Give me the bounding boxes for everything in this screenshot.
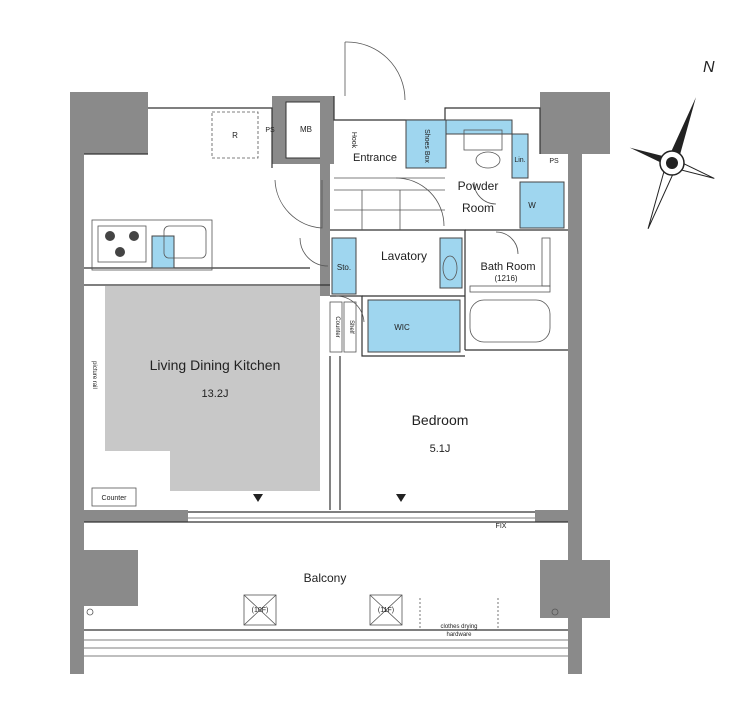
- burner-icon: [115, 247, 125, 257]
- bathtub: [469, 299, 551, 343]
- storage-label: Sto.: [337, 263, 351, 272]
- sink: [163, 225, 207, 259]
- bedroom-label: Bedroom: [412, 412, 469, 428]
- hook-label: Hook: [350, 132, 357, 149]
- refrigerator-label: R: [232, 131, 238, 140]
- toilet: [475, 151, 501, 169]
- clothes-drying-label-1: clothes drying: [440, 624, 477, 630]
- window-marker-icon: [396, 494, 406, 502]
- interior-walls: [84, 96, 568, 519]
- ldk-label: Living Dining Kitchen: [150, 357, 281, 373]
- shoes-box-label: Shoes Box: [423, 129, 430, 163]
- window-marker-icon: [253, 494, 263, 502]
- picture-rail-label: picture rail: [91, 361, 97, 389]
- entrance-label: Entrance: [353, 152, 397, 164]
- washer-space: [519, 181, 565, 229]
- shelf-label: Shelf: [348, 320, 354, 334]
- wash-basin: [442, 255, 458, 281]
- wall-bottom-right: [535, 510, 582, 522]
- column-top-right: [540, 92, 610, 154]
- balcony-wall-right: [568, 522, 582, 674]
- clothes-drying-label-2: hardware: [446, 632, 472, 638]
- hall-counter: [329, 301, 343, 353]
- ldk-size: 13.2J: [202, 388, 229, 400]
- pipe-shaft-label-left: PS: [265, 127, 275, 134]
- storage-closet: [331, 237, 357, 295]
- lavatory-label: Lavatory: [381, 249, 427, 263]
- pipe-shaft-label-right: PS: [549, 158, 559, 165]
- linen-closet: [511, 133, 529, 179]
- ldk-counter: [91, 487, 137, 507]
- meter-box-label: MB: [300, 125, 312, 134]
- shoes-box: [405, 119, 447, 169]
- balcony-area: [84, 521, 568, 657]
- powder-room-label-2: Room: [462, 201, 494, 215]
- balcony-column-left: [84, 550, 138, 606]
- powder-room-label-1: Powder: [458, 179, 499, 193]
- column-top-left: [70, 92, 148, 154]
- hall-shelf: [343, 301, 357, 353]
- wall-left: [70, 154, 84, 674]
- compass-rose: [629, 97, 715, 229]
- linen-label: Lin.: [514, 157, 525, 164]
- compass-north-label: N: [703, 59, 715, 76]
- hatch-10f-label: (10F): [252, 607, 269, 614]
- storage-fixtures: [151, 119, 565, 353]
- bedroom-size: 5.1J: [430, 443, 451, 455]
- wall-bottom-left: [84, 510, 188, 522]
- washer-label: W: [528, 201, 536, 210]
- doors: [274, 41, 519, 323]
- evacuation-hatch-10f: [243, 594, 277, 626]
- burner-icon: [129, 231, 139, 241]
- hall-counter-label: Counter: [334, 316, 340, 337]
- refrigerator-space: [211, 111, 259, 159]
- bath-room-size: (1216): [494, 274, 517, 283]
- ldk-counter-label: Counter: [102, 495, 128, 502]
- wic-label: WIC: [394, 323, 410, 332]
- fix-window-label: FIX: [496, 523, 507, 530]
- walk-in-closet: [367, 299, 461, 353]
- evacuation-hatch-11f: [369, 594, 403, 626]
- hatch-11f-label: (11F): [378, 607, 394, 614]
- balcony-label: Balcony: [304, 571, 347, 585]
- bath-room-label: Bath Room: [480, 261, 535, 273]
- ldk-floor-area: [105, 286, 320, 451]
- structural-walls: [70, 92, 610, 674]
- kitchen: [91, 219, 213, 271]
- wall-right: [568, 154, 582, 519]
- burner-icon: [105, 231, 115, 241]
